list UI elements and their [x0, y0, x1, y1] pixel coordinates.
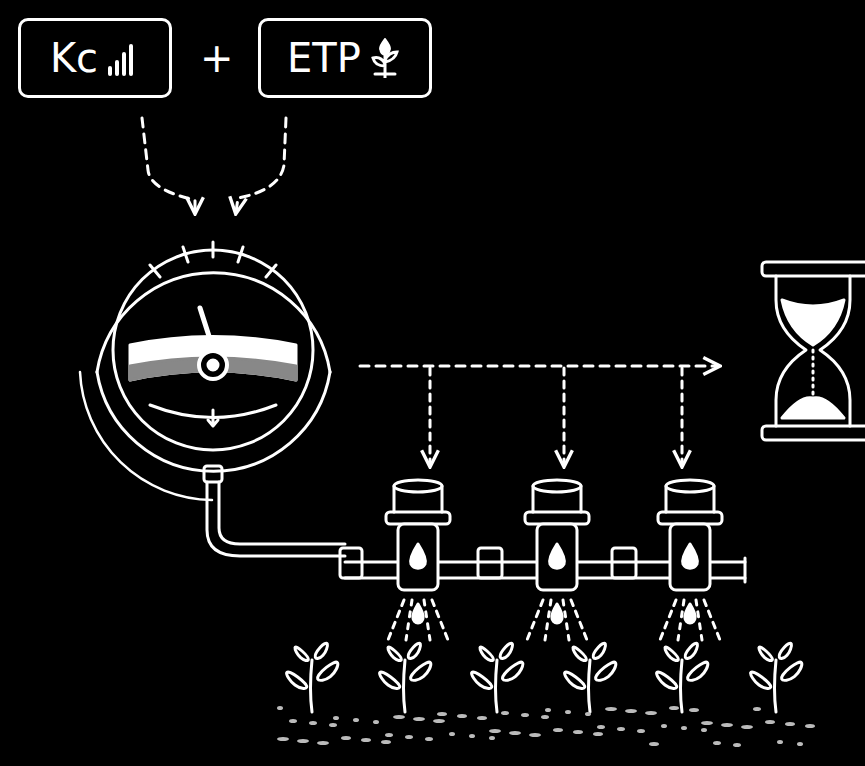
- soil-dot: [381, 740, 391, 744]
- plant: [657, 643, 708, 712]
- soil-dot: [661, 724, 667, 728]
- hourglass: [762, 262, 865, 440]
- soil-dot: [329, 723, 337, 727]
- input-box: ETP: [258, 18, 432, 98]
- soil-dot: [405, 735, 413, 739]
- input-arrow: [236, 118, 286, 212]
- drip-emitter: [658, 480, 722, 640]
- output-arrow: [360, 365, 718, 368]
- output-arrow: [429, 368, 432, 465]
- soil-dot: [617, 727, 625, 731]
- plant: [287, 643, 338, 712]
- soil-dot: [785, 722, 795, 726]
- soil-dot: [689, 708, 699, 712]
- soil-dot: [753, 707, 761, 711]
- soil-dot: [477, 716, 487, 720]
- soil-dot: [797, 742, 803, 746]
- soil-dot: [585, 712, 591, 716]
- plant: [472, 643, 523, 712]
- soil-dot: [457, 714, 467, 718]
- soil-dot: [681, 726, 687, 730]
- soil-dot: [605, 707, 617, 711]
- drip-emitter: [386, 480, 450, 640]
- soil-dot: [433, 719, 445, 723]
- soil-dot: [625, 709, 637, 713]
- soil-dot: [553, 728, 563, 732]
- soil-dot: [669, 706, 679, 710]
- soil-dot: [333, 716, 339, 720]
- soil-dot: [593, 732, 603, 736]
- soil-dot: [317, 741, 329, 745]
- soil-dot: [437, 712, 447, 716]
- drip-emitter: [525, 480, 589, 640]
- soil-dot: [765, 720, 775, 724]
- soil-dot: [701, 728, 707, 732]
- soil-dot: [413, 717, 425, 721]
- soil-dot: [733, 743, 741, 747]
- soil-dot: [277, 706, 283, 710]
- soil-dot: [805, 724, 815, 728]
- soil-dot: [509, 731, 521, 735]
- plant: [751, 643, 802, 712]
- output-arrow: [681, 368, 684, 465]
- soil-dot: [521, 713, 529, 717]
- soil-dot: [741, 725, 753, 729]
- node-text: ETP: [287, 38, 361, 78]
- soil-dot: [713, 741, 721, 745]
- soil-dot: [297, 739, 309, 743]
- soil-dot: [277, 737, 289, 741]
- soil-dot: [565, 710, 571, 714]
- input-box: Kc: [18, 18, 172, 98]
- output-arrow: [563, 368, 566, 465]
- input-arrow: [142, 118, 195, 212]
- node-text: Kc: [50, 38, 98, 78]
- soil-dot: [449, 732, 455, 736]
- soil-dot: [393, 715, 405, 719]
- node-icon: [367, 38, 403, 78]
- soil-dot: [649, 742, 659, 746]
- soil-dot: [597, 725, 605, 729]
- soil-dot: [385, 733, 393, 737]
- soil-dot: [373, 720, 379, 724]
- soil-dot: [645, 711, 657, 715]
- soil-dot: [341, 736, 351, 740]
- node-icon: [104, 38, 140, 78]
- plant: [380, 643, 431, 712]
- soil-dot: [529, 733, 541, 737]
- soil-dot: [777, 740, 783, 744]
- plus-sign: +: [200, 38, 234, 78]
- soil-dot: [489, 729, 501, 733]
- soil-dot: [721, 723, 733, 727]
- soil-dot: [469, 734, 475, 738]
- soil-dot: [489, 736, 495, 740]
- soil-dot: [361, 738, 371, 742]
- plant: [565, 643, 616, 712]
- soil-dot: [309, 721, 317, 725]
- gauge: [80, 242, 330, 500]
- soil-dot: [701, 721, 713, 725]
- soil-dot: [573, 730, 583, 734]
- soil-dot: [501, 711, 509, 715]
- hose: [207, 482, 345, 556]
- soil-dot: [541, 715, 549, 719]
- soil-dot: [545, 708, 551, 712]
- soil-dot: [425, 737, 433, 741]
- soil-dot: [353, 718, 359, 722]
- soil-dot: [637, 729, 645, 733]
- soil-dot: [289, 719, 297, 723]
